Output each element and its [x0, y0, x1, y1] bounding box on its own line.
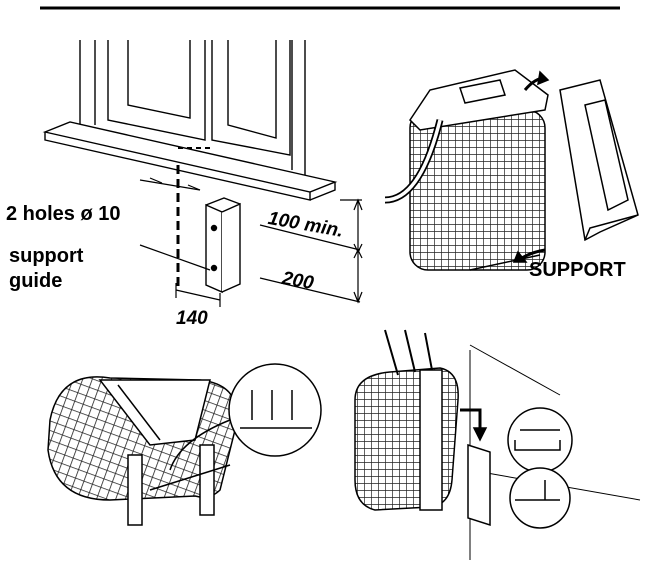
support-guide-bracket	[205, 197, 241, 294]
unit-with-support-panel	[384, 69, 639, 271]
unit-side-view-panel	[47, 363, 322, 526]
unit-mounted-panel	[354, 329, 641, 560]
window-panel	[42, 40, 338, 201]
support-guide-label-line1: support	[9, 245, 84, 267]
support-guide-label-line2: guide	[9, 270, 63, 292]
dimension-140-label: 140	[176, 308, 208, 329]
dimension-lines	[139, 177, 363, 307]
support-label: SUPPORT	[529, 259, 626, 281]
holes-label: 2 holes ø 10	[6, 203, 121, 225]
